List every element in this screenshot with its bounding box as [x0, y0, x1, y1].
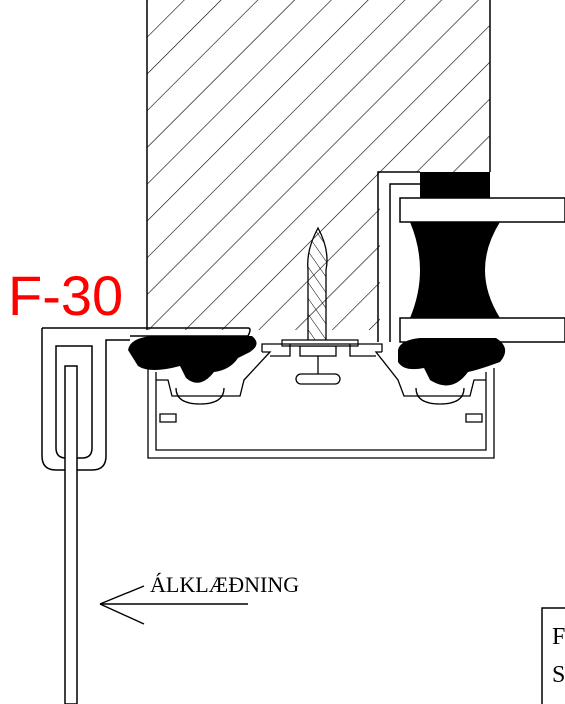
cover-flashing [41, 327, 251, 471]
gasket-left [128, 336, 257, 383]
glazing-frame [377, 171, 565, 343]
gasket-right [398, 338, 506, 386]
fire-rating-label: F-30 [8, 264, 123, 327]
legend-box-line1: F [552, 624, 565, 650]
aluminium-profile [147, 343, 495, 459]
legend-box-line2: S [552, 662, 565, 688]
aluminium-cladding [64, 365, 78, 704]
cladding-label: ÁLKLÆÐNING [150, 572, 299, 597]
left-arrow-icon [99, 585, 248, 625]
legend-box: F S [541, 607, 565, 704]
wall-block [146, 0, 565, 342]
glass-seal [410, 222, 500, 318]
